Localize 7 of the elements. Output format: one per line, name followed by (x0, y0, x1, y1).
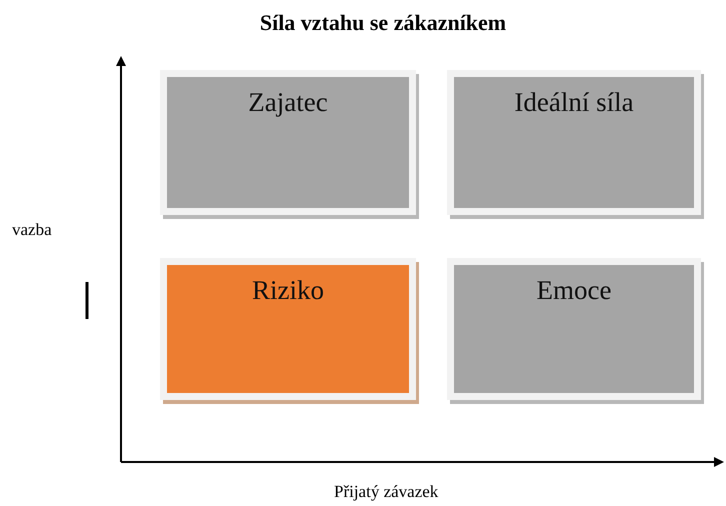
diagram-title: Síla vztahu se zákazníkem (258, 10, 508, 36)
quadrant-label: Emoce (536, 275, 612, 306)
quadrant-label: Zajatec (247, 87, 329, 118)
quadrant-label: Riziko (251, 275, 325, 306)
axis-label: vazba (12, 220, 52, 240)
quadrant-label: Ideální síla (513, 87, 635, 118)
axis-label: Přijatý závazek (334, 482, 438, 502)
